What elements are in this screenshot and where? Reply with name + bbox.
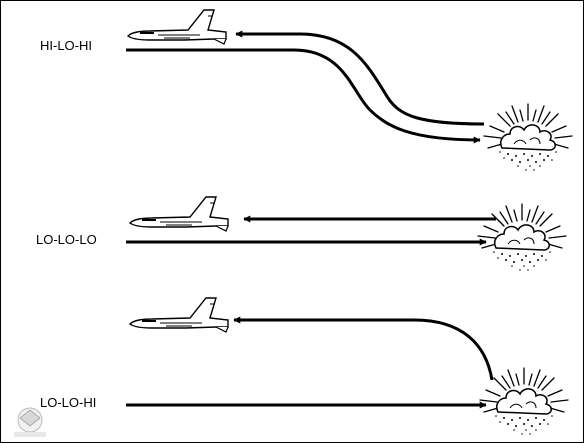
profile-hi-lo-hi: HI-LO-HI	[40, 9, 573, 172]
profile-label: LO-LO-HI	[40, 395, 96, 410]
aircraft-icon	[129, 196, 229, 232]
ingress-arrow	[126, 48, 481, 144]
aircraft-icon	[127, 9, 227, 45]
watermark-seal	[14, 407, 46, 437]
explosion-icon	[483, 103, 573, 172]
profile-label: LO-LO-LO	[36, 232, 97, 247]
profile-label: HI-LO-HI	[40, 38, 92, 53]
explosion-icon	[479, 367, 569, 436]
profile-lo-lo-lo: LO-LO-LO	[36, 196, 567, 272]
egress-arrow	[235, 30, 485, 126]
explosion-icon	[477, 203, 567, 272]
egress-arrow	[233, 316, 494, 381]
profile-lo-lo-hi: LO-LO-HI	[40, 297, 569, 436]
aircraft-icon	[129, 297, 229, 333]
